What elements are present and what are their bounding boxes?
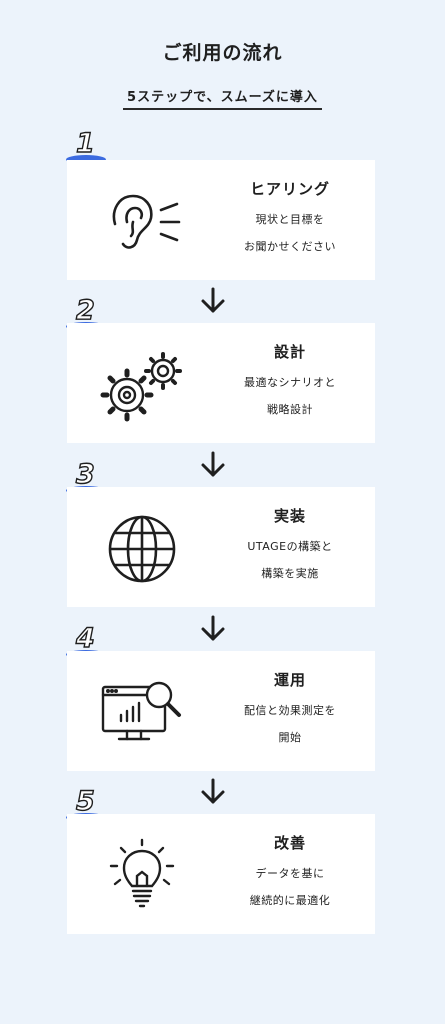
- step-description: 配信と効果測定を 開始: [205, 697, 375, 751]
- step-desc-line-1: UTAGEの構築と: [247, 540, 333, 553]
- step-description: UTAGEの構築と 構築を実施: [205, 533, 375, 587]
- arrow-down-icon: [201, 287, 225, 313]
- step-text: 運用 配信と効果測定を 開始: [205, 669, 375, 751]
- number-badge-oval: [66, 155, 106, 164]
- step-title: 設計: [273, 343, 306, 361]
- step-title: 運用: [273, 671, 306, 689]
- arrow-down-icon: [201, 615, 225, 641]
- step-desc-line-2: 構築を実施: [261, 567, 319, 580]
- step-number-digit: 1: [75, 127, 95, 159]
- step-text: 実装 UTAGEの構築と 構築を実施: [205, 505, 375, 587]
- step-number-digit: 3: [75, 458, 95, 490]
- step-card-4: 運用 配信と効果測定を 開始: [67, 651, 375, 771]
- step-desc-line-2: お聞かせください: [244, 240, 336, 253]
- step-number-digit: 2: [75, 294, 95, 326]
- step-title: ヒアリング: [249, 180, 330, 198]
- step-desc-line-2: 戦略設計: [267, 403, 313, 416]
- step-text: 設計 最適なシナリオと 戦略設計: [205, 341, 375, 423]
- step-desc-line-2: 開始: [278, 731, 302, 744]
- step-desc-line-1: 最適なシナリオと: [244, 376, 336, 389]
- step-card-1: ヒアリング 現状と目標を お聞かせください: [67, 160, 375, 280]
- step-desc-line-1: 配信と効果測定を: [244, 704, 336, 717]
- step-description: 最適なシナリオと 戦略設計: [205, 369, 375, 423]
- page-subtitle: 5ステップで、スムーズに導入: [0, 86, 445, 110]
- lightbulb-icon: [109, 838, 175, 908]
- arrow-down-icon: [201, 451, 225, 477]
- step-description: データを基に 継続的に最適化: [205, 860, 375, 914]
- step-number-1: 1: [66, 127, 110, 164]
- step-number-digit: 4: [75, 622, 95, 654]
- gears-icon: [100, 352, 182, 422]
- step-desc-line-1: 現状と目標を: [255, 213, 325, 226]
- globe-icon: [108, 515, 176, 583]
- step-card-5: 改善 データを基に 継続的に最適化: [67, 814, 375, 934]
- step-text: 改善 データを基に 継続的に最適化: [205, 832, 375, 914]
- step-card-2: 設計 最適なシナリオと 戦略設計: [67, 323, 375, 443]
- step-desc-line-2: 継続的に最適化: [249, 894, 331, 907]
- step-description: 現状と目標を お聞かせください: [205, 206, 375, 260]
- step-title: 実装: [273, 507, 306, 525]
- step-card-3: 実装 UTAGEの構築と 構築を実施: [67, 487, 375, 607]
- step-number-digit: 5: [75, 785, 95, 817]
- step-title: 改善: [273, 834, 306, 852]
- step-desc-line-1: データを基に: [255, 867, 325, 880]
- step-text: ヒアリング 現状と目標を お聞かせください: [205, 178, 375, 260]
- subtitle-text: 5ステップで、スムーズに導入: [123, 86, 322, 110]
- page-title: ご利用の流れ: [162, 42, 283, 64]
- monitor-analytics-icon: [101, 681, 181, 741]
- arrow-down-icon: [201, 778, 225, 804]
- ear-icon: [112, 194, 181, 249]
